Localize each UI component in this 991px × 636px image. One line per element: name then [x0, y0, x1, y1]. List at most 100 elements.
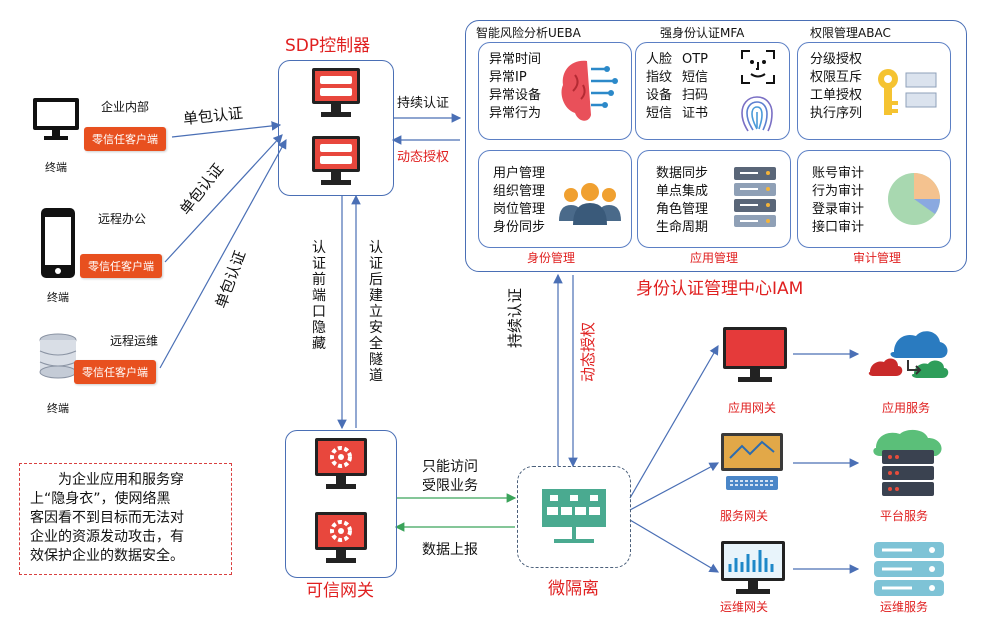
monitor-icon: [33, 98, 79, 140]
data-report-label: 数据上报: [422, 542, 478, 558]
server-icon: [312, 68, 360, 117]
mfa-panel: 人脸 指纹 设备 短信 OTP 短信 扫码 证书: [635, 42, 790, 140]
ops-server-stack-icon: [874, 542, 944, 596]
service-gateway-icon: [721, 433, 783, 490]
audit-panel: 账号审计 行为审计 登录审计 接口审计: [797, 150, 951, 248]
ueba-title: 智能风险分析UEBA: [476, 26, 581, 40]
terminal-label: 终端: [47, 291, 69, 304]
zero-trust-client-badge: 零信任客户端: [84, 127, 166, 151]
identity-item: 组织管理: [493, 184, 546, 199]
fingerprint-icon: [741, 96, 773, 132]
mfa-item: 人脸: [646, 52, 673, 67]
port-hiding-label: 认证前端口隐藏: [312, 240, 326, 352]
gateway-label: 服务网关: [720, 509, 769, 523]
identity-items: 用户管理 组织管理 岗位管理 身份同步: [493, 165, 545, 237]
sdp-controller-box: [278, 60, 394, 196]
note-box: 为企业应用和服务穿 上“隐身衣”，使网络黑 客因看不到目标而无法对 企业的资源发…: [19, 463, 232, 575]
continuous-auth-label: 持续认证: [397, 96, 450, 111]
note-line: 企业的资源发动攻击，有: [30, 529, 184, 545]
mfa-item: 扫码: [682, 88, 709, 103]
micro-continuous-auth-label: 持续认证: [506, 287, 524, 348]
network-switch-icon: [542, 489, 606, 543]
terminal-label: 终端: [47, 402, 69, 415]
terminal-tag: 远程运维: [110, 334, 159, 348]
trusted-gateway-title: 可信网关: [306, 581, 374, 601]
mfa-col1: 人脸 指纹 设备 短信: [646, 51, 672, 123]
key-icon: [878, 69, 937, 115]
abac-item: 分级授权: [810, 52, 863, 67]
server-rack-icon: [734, 167, 776, 227]
note-line: 为企业应用和服务穿: [58, 472, 184, 488]
database-icon: [39, 333, 77, 379]
micro-isolation-title: 微隔离: [548, 579, 599, 599]
service-label: 平台服务: [880, 509, 929, 523]
zero-trust-client-badge: 零信任客户端: [80, 254, 162, 278]
app-gateway-monitor-icon: [723, 327, 787, 382]
cloud-app-icon: [868, 331, 949, 378]
micro-isolation-box: [517, 466, 631, 568]
identity-item: 用户管理: [493, 166, 546, 181]
gateway-label: 运维网关: [720, 600, 769, 614]
face-id-icon: [741, 50, 775, 84]
note-line: 效保护企业的数据安全。: [30, 548, 184, 564]
ueba-item: 异常行为: [489, 106, 542, 121]
audit-title: 审计管理: [853, 251, 902, 265]
terminal-tag: 远程办公: [98, 212, 147, 226]
terminal-label: 终端: [45, 161, 67, 174]
app-panel: 数据同步 单点集成 角色管理 生命周期: [637, 150, 791, 248]
mfa-item: 证书: [682, 106, 709, 121]
abac-item: 权限互斥: [810, 70, 863, 85]
zero-trust-client-badge: 零信任客户端: [74, 360, 156, 384]
gear-monitor-icon: [315, 438, 367, 489]
abac-title: 权限管理ABAC: [810, 26, 891, 40]
audit-item: 账号审计: [812, 166, 865, 181]
mfa-col2: OTP 短信 扫码 证书: [682, 51, 708, 123]
gateway-label: 应用网关: [728, 401, 777, 415]
ueba-item: 异常IP: [489, 70, 527, 85]
users-group-icon: [559, 183, 621, 225]
identity-panel: 用户管理 组织管理 岗位管理 身份同步: [478, 150, 632, 248]
sdp-controller-title: SDP控制器: [285, 36, 371, 56]
ueba-panel: 异常时间 异常IP 异常设备 异常行为: [478, 42, 632, 140]
audit-items: 账号审计 行为审计 登录审计 接口审计: [812, 165, 864, 237]
abac-items: 分级授权 权限互斥 工单授权 执行序列: [810, 51, 862, 123]
note-text: 为企业应用和服务穿 上“隐身衣”，使网络黑 客因看不到目标而无法对 企业的资源发…: [30, 471, 225, 566]
ueba-items: 异常时间 异常IP 异常设备 异常行为: [489, 51, 541, 123]
mfa-item: 短信: [646, 106, 673, 121]
app-item: 生命周期: [656, 220, 709, 235]
abac-panel: 分级授权 权限互斥 工单授权 执行序列: [797, 42, 951, 140]
secure-tunnel-label: 认证后建立安全隧道: [369, 240, 383, 384]
service-label: 运维服务: [880, 600, 929, 614]
identity-item: 身份同步: [493, 220, 546, 235]
app-title: 应用管理: [690, 251, 739, 265]
audit-item: 接口审计: [812, 220, 865, 235]
mfa-title: 强身份认证MFA: [660, 26, 745, 40]
abac-item: 工单授权: [810, 88, 863, 103]
note-line: 上“隐身衣”，使网络黑: [30, 491, 171, 507]
ai-brain-icon: [561, 60, 618, 121]
mfa-item: 设备: [646, 88, 673, 103]
restricted-access-label-2: 受限业务: [422, 478, 478, 494]
ueba-item: 异常设备: [489, 88, 542, 103]
app-item: 单点集成: [656, 184, 709, 199]
app-items: 数据同步 单点集成 角色管理 生命周期: [656, 165, 708, 237]
identity-title: 身份管理: [527, 251, 576, 265]
mfa-item: 短信: [682, 70, 709, 85]
identity-item: 岗位管理: [493, 202, 546, 217]
app-item: 角色管理: [656, 202, 709, 217]
service-label: 应用服务: [882, 401, 931, 415]
iam-title: 身份认证管理中心IAM: [636, 279, 804, 299]
platform-server-icon: [873, 429, 942, 496]
terminal-tag: 企业内部: [101, 100, 150, 114]
ueba-item: 异常时间: [489, 52, 542, 67]
pie-chart-icon: [888, 173, 940, 225]
abac-item: 执行序列: [810, 106, 863, 121]
ops-gateway-monitor-icon: [721, 541, 785, 594]
gear-monitor-icon: [315, 512, 367, 563]
mfa-item: 指纹: [646, 70, 673, 85]
audit-item: 登录审计: [812, 202, 865, 217]
dynamic-authz-label: 动态授权: [397, 150, 450, 165]
mfa-item: OTP: [682, 52, 709, 67]
server-icon: [312, 136, 360, 185]
